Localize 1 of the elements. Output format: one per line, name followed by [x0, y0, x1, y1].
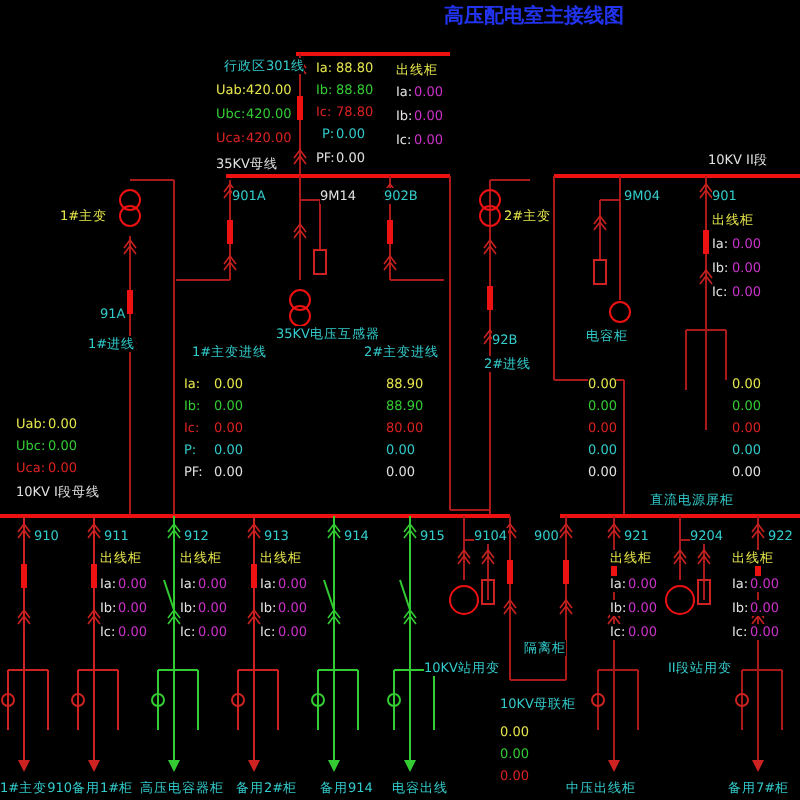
- diagram-title: 高压配电室主接线图: [444, 6, 624, 30]
